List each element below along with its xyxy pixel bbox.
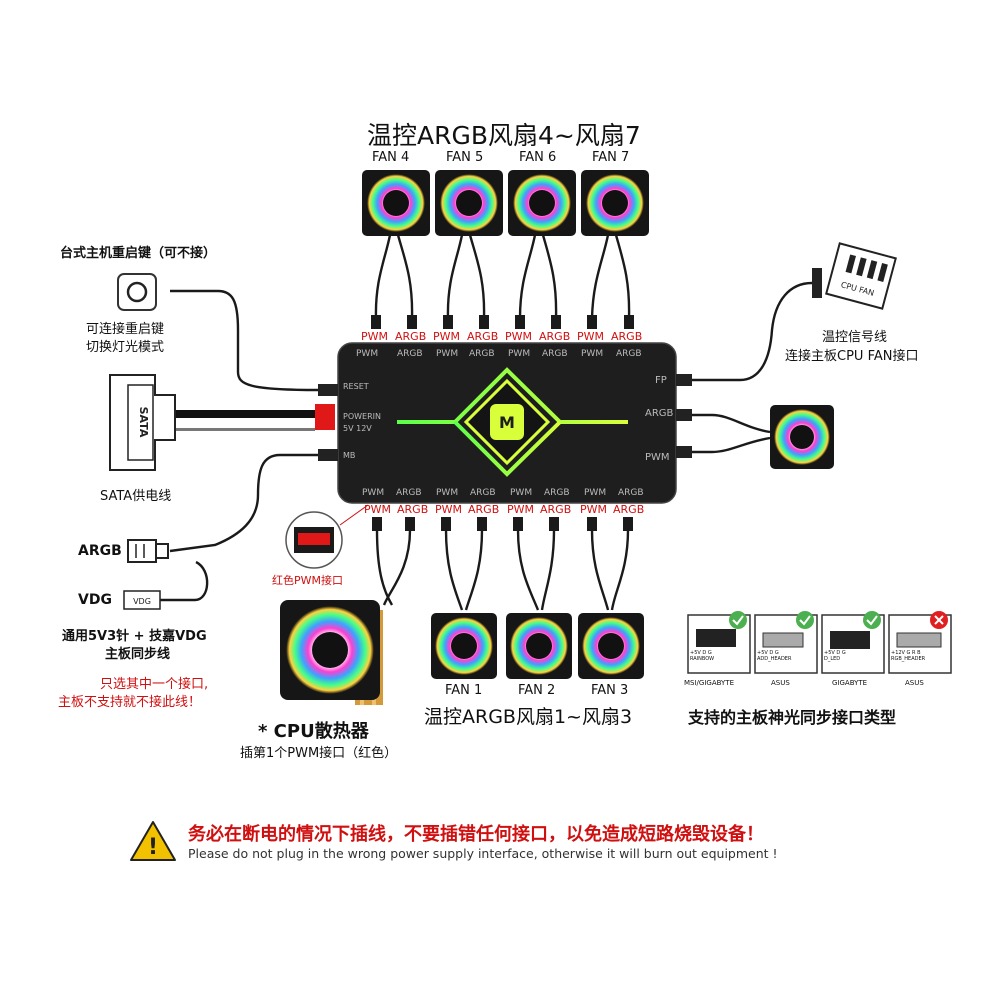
mb-type-2: ASUS — [771, 679, 790, 687]
sync-line-2: 主板同步线 — [105, 647, 171, 662]
warning-icon: ! — [130, 821, 176, 861]
hub-pwm-4: PWM — [581, 349, 604, 359]
mb-type-1: MSI/GIGABYTE — [684, 679, 735, 687]
sata-plug-text: SATA — [137, 407, 150, 438]
pin-pwm-bottom-2: PWM — [435, 503, 463, 516]
top-fans-title: 温控ARGB风扇4~风扇7 — [367, 121, 641, 150]
argb-plug-icon — [127, 539, 169, 563]
fan-5-label: FAN 5 — [446, 150, 484, 165]
mb-type-3-header: +5V D G D_LED — [824, 650, 846, 662]
cpu-cooler — [280, 600, 383, 705]
pin-pwm-top-4: PWM — [577, 330, 605, 343]
pin-argb-bottom-3: ARGB — [540, 503, 572, 516]
reset-button-icon — [117, 273, 157, 311]
pin-pwm-top-1: PWM — [361, 330, 389, 343]
mb-type-2-header: +5V D G ADD_HEADER — [757, 650, 792, 662]
red-pwm-label: 红色PWM接口 — [272, 574, 344, 587]
mb-types-title: 支持的主板神光同步接口类型 — [688, 708, 897, 727]
cpu-cooler-title: * CPU散热器 — [258, 721, 369, 742]
hub-argb-3: ARGB — [542, 349, 568, 359]
hub-power-label: POWERIN — [343, 412, 381, 421]
reset-key-desc-2: 切换灯光模式 — [86, 340, 165, 355]
hub-pwm-b1: PWM — [362, 488, 385, 498]
hub-argb-b2: ARGB — [470, 488, 496, 498]
vdg-plug-text: VDG — [133, 597, 151, 606]
sata-connector-icon: SATA — [109, 374, 176, 471]
hub-pwm-1: PWM — [356, 349, 379, 359]
fan-3-label: FAN 3 — [591, 683, 629, 698]
hub-mb-label: MB — [343, 451, 356, 460]
side-fan — [770, 405, 834, 469]
fan-6-label: FAN 6 — [519, 150, 557, 165]
hub-argb-b4: ARGB — [618, 488, 644, 498]
hub-pwm-b2: PWM — [436, 488, 459, 498]
hub-pwm-side-label: PWM — [645, 452, 670, 463]
bottom-plugs — [372, 517, 633, 531]
cpu-fan-line-1: 温控信号线 — [822, 330, 888, 345]
pin-pwm-bottom-3: PWM — [507, 503, 535, 516]
pin-argb-bottom-1: ARGB — [397, 503, 429, 516]
reset-key-desc-1: 可连接重启键 — [86, 322, 165, 337]
hub-argb-4: ARGB — [616, 349, 642, 359]
sync-note-1: 只选其中一个接口, — [100, 677, 209, 692]
pin-argb-bottom-4: ARGB — [613, 503, 645, 516]
vdg-label: VDG — [78, 592, 112, 608]
top-fans — [362, 170, 649, 236]
warning-en: Please do not plug in the wrong power su… — [188, 846, 778, 861]
top-plugs — [371, 315, 634, 329]
pin-argb-top-1: ARGB — [395, 330, 427, 343]
wires — [160, 234, 813, 611]
pin-argb-bottom-2: ARGB — [468, 503, 500, 516]
hub-argb-1: ARGB — [397, 349, 423, 359]
mb-header-icons — [687, 611, 952, 674]
pin-argb-top-4: ARGB — [611, 330, 643, 343]
cpu-fan-line-2: 连接主板CPU FAN接口 — [785, 349, 919, 364]
mb-type-3: GIGABYTE — [832, 679, 868, 687]
hub-power-sub-label: 5V 12V — [343, 424, 372, 433]
fan-1-label: FAN 1 — [445, 683, 483, 698]
pin-pwm-bottom-1: PWM — [364, 503, 392, 516]
red-pwm-connector — [285, 504, 369, 569]
mb-type-1-header: +5V D G RAINBOW — [690, 650, 715, 662]
hub-pwm-3: PWM — [508, 349, 531, 359]
mb-type-4-header: +12V G R B RGB_HEADER — [891, 650, 926, 662]
sata-label: SATA供电线 — [100, 489, 172, 504]
hub-reset-label: RESET — [343, 382, 369, 391]
argb-label: ARGB — [78, 543, 122, 559]
fan-2-label: FAN 2 — [518, 683, 556, 698]
sata-cable — [170, 410, 315, 418]
reset-key-title: 台式主机重启键（可不接） — [60, 246, 217, 261]
pin-argb-top-2: ARGB — [467, 330, 499, 343]
sync-note-2: 主板不支持就不接此线！ — [58, 695, 202, 710]
cpu-fan-plug-icon: CPU FAN — [812, 242, 897, 310]
hub-pwm-2: PWM — [436, 349, 459, 359]
pin-argb-top-3: ARGB — [539, 330, 571, 343]
cpu-cooler-sub: 插第1个PWM接口（红色） — [240, 746, 398, 761]
svg-text:M: M — [499, 413, 515, 432]
hub-pwm-b4: PWM — [584, 488, 607, 498]
sync-line-1: 通用5V3针 + 技嘉VDG — [62, 629, 207, 644]
fan-4-label: FAN 4 — [372, 150, 410, 165]
hub-argb-b1: ARGB — [396, 488, 422, 498]
pin-pwm-bottom-4: PWM — [580, 503, 608, 516]
pin-pwm-top-2: PWM — [433, 330, 461, 343]
pin-pwm-top-3: PWM — [505, 330, 533, 343]
hub-argb-b3: ARGB — [544, 488, 570, 498]
warning-cn: 务必在断电的情况下插线，不要插错任何接口，以免造成短路烧毁设备！ — [188, 824, 764, 845]
hub-argb-2: ARGB — [469, 349, 495, 359]
hub-controller: M — [318, 342, 692, 504]
mb-type-4: ASUS — [905, 679, 924, 687]
bottom-fans — [431, 613, 644, 679]
vdg-plug-icon: VDG — [123, 590, 161, 610]
fan-7-label: FAN 7 — [592, 150, 630, 165]
bottom-fans-title: 温控ARGB风扇1~风扇3 — [424, 706, 633, 728]
hub-argb-side-label: ARGB — [645, 408, 674, 419]
hub-pwm-b3: PWM — [510, 488, 533, 498]
svg-text:!: ! — [148, 835, 158, 860]
power-plug — [315, 404, 335, 430]
hub-fp-label: FP — [655, 375, 667, 386]
